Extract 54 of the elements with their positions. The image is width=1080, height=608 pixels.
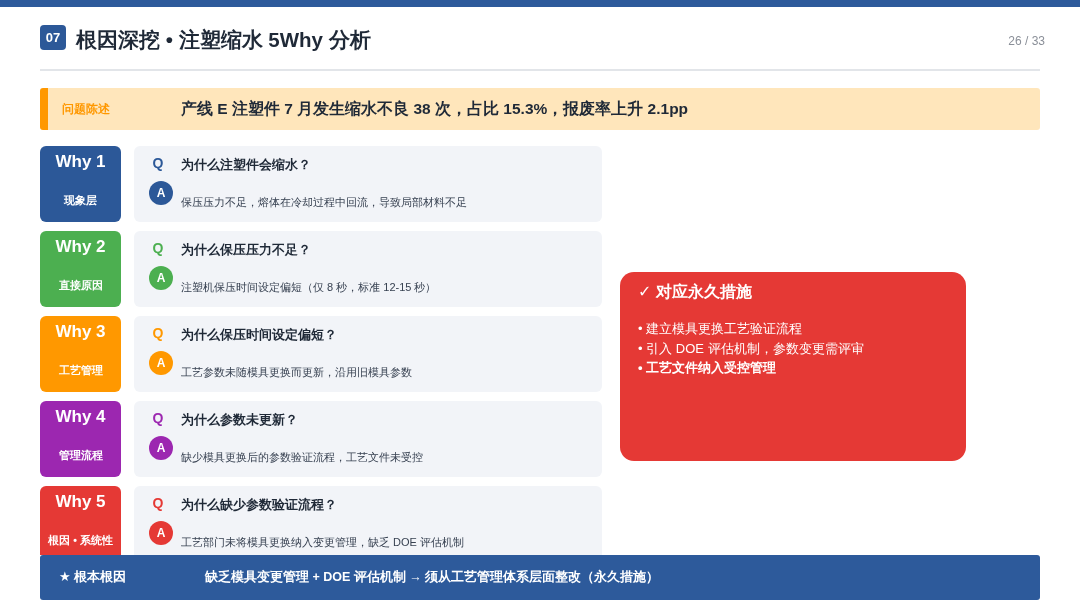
why-label: Why 4 — [55, 406, 106, 428]
why-label: Why 3 — [55, 321, 106, 343]
q-marker: Q — [152, 409, 164, 428]
level-label: 现象层 — [64, 193, 97, 208]
slide-title: 根因深挖 • 注塑缩水 5Why 分析 — [76, 27, 371, 53]
qa-card — [134, 486, 602, 555]
why-box — [40, 401, 121, 477]
answer-badge: A — [149, 181, 173, 205]
qa-card — [134, 231, 602, 307]
level-label: 直接原因 — [58, 278, 103, 293]
section-badge: 07 — [40, 25, 66, 50]
answer-text: 保压压力不足，熔体在冷却过程中回流，导致局部材料不足 — [181, 195, 467, 210]
question-text: 为什么参数未更新？ — [181, 411, 298, 429]
banner-label: 问题陈述 — [62, 102, 110, 117]
answer-text: 工艺参数未随模具更换而更新，沿用旧模具参数 — [181, 365, 412, 380]
answer-badge: A — [149, 521, 173, 545]
q-marker: Q — [152, 154, 164, 173]
why-label: Why 5 — [55, 491, 106, 513]
answer-badge: A — [149, 266, 173, 290]
answer-badge: A — [149, 436, 173, 460]
q-marker: Q — [152, 494, 164, 513]
why-label: Why 2 — [55, 236, 106, 258]
problem-banner — [40, 88, 1040, 130]
level-label: 根因 • 系统性 — [48, 533, 113, 548]
bullet-item: • 引入 DOE 评估机制，参数变更需评审 — [638, 339, 864, 358]
why-box — [40, 486, 121, 555]
why-box — [40, 146, 121, 222]
question-text: 为什么保压压力不足？ — [181, 241, 311, 259]
page-number: 26 / 33 — [1008, 33, 1045, 49]
measures-panel — [620, 272, 966, 461]
q-marker: Q — [152, 239, 164, 258]
root-cause-text: 缺乏模具变更管理 + DOE 评估机制 → 须从工艺管理体系层面整改（永久措施） — [205, 568, 660, 586]
answer-text: 注塑机保压时间设定偏短（仅 8 秒，标准 12-15 秒） — [181, 280, 437, 295]
level-label: 工艺管理 — [58, 363, 103, 378]
bullet-item: • 工艺文件纳入受控管理 — [638, 359, 777, 377]
level-label: 管理流程 — [58, 448, 103, 463]
qa-card — [134, 401, 602, 477]
q-marker: Q — [152, 324, 164, 343]
qa-card — [134, 316, 602, 392]
question-text: 为什么注塑件会缩水？ — [181, 156, 311, 174]
why-box — [40, 316, 121, 392]
answer-badge: A — [149, 351, 173, 375]
bar-heading: ★ 根本根因 — [59, 568, 127, 586]
problem-text: 产线 E 注塑件 7 月发生缩水不良 38 次，占比 15.3%，报废率上升 2.1pp — [181, 99, 689, 119]
question-text: 为什么缺少参数验证流程？ — [181, 496, 337, 514]
answer-text: 缺少模具更换后的参数验证流程，工艺文件未受控 — [181, 450, 423, 465]
why-box — [40, 231, 121, 307]
qa-card — [134, 146, 602, 222]
panel-heading: ✓ 对应永久措施 — [638, 282, 752, 302]
question-text: 为什么保压时间设定偏短？ — [181, 326, 337, 344]
why-label: Why 1 — [55, 151, 106, 173]
answer-text: 工艺部门未将模具更换纳入变更管理，缺乏 DOE 评估机制 — [181, 535, 464, 550]
bullet-item: • 建立模具更换工艺验证流程 — [638, 320, 803, 338]
root-cause-bar — [40, 555, 1040, 600]
